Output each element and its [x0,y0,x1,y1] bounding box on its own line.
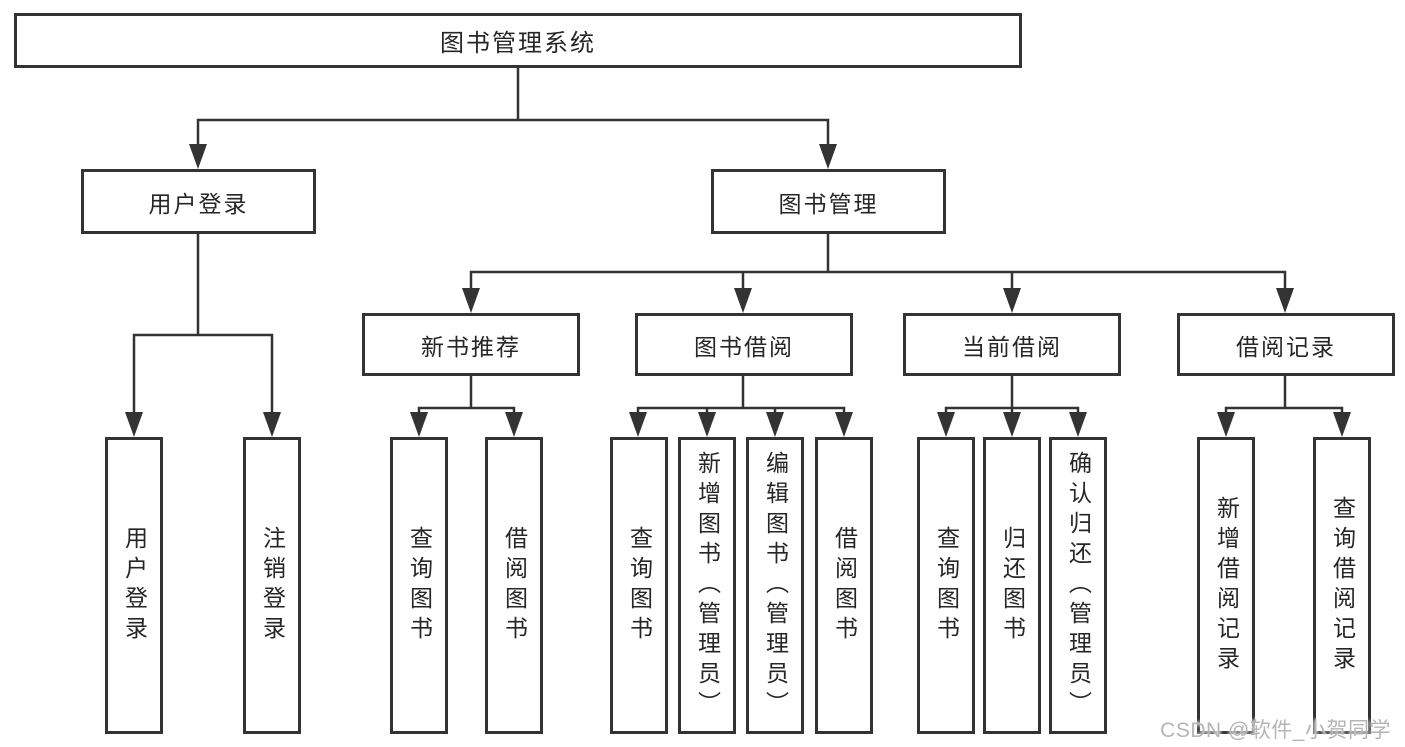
leaf-edit-book-admin: 编辑图书（管理员） [746,437,804,734]
node-label: 借阅记录 [1236,333,1336,360]
leaf-borrow-books: 借阅图书 [815,437,873,734]
node-label: 当前借阅 [962,333,1062,360]
node-label: 用户登录 [148,190,249,217]
leaf-query-books-current: 查询图书 [917,437,975,734]
node-book-management: 图书管理 [711,169,946,234]
node-label: 查询借阅记录 [1329,495,1356,676]
leaf-logout: 注销登录 [243,437,301,734]
node-current-borrowing: 当前借阅 [903,313,1121,376]
node-label: 新增借阅记录 [1213,495,1240,676]
leaf-user-login: 用户登录 [105,437,163,734]
leaf-borrow-books-recommend: 借阅图书 [485,437,543,734]
node-label: 借阅图书 [501,525,528,646]
node-book-borrowing: 图书借阅 [635,313,853,376]
node-new-book-recommend: 新书推荐 [362,313,580,376]
node-label: 归还图书 [999,525,1026,646]
node-label: 图书管理 [778,190,879,217]
node-label: 查询图书 [626,525,653,646]
node-user-login: 用户登录 [81,169,316,234]
node-label: 图书管理系统 [440,30,596,57]
node-label: 借阅图书 [831,525,858,646]
leaf-return-books: 归还图书 [983,437,1041,734]
csdn-watermark: CSDN @软件_小贺同学 [1160,719,1391,742]
leaf-query-books-borrow: 查询图书 [610,437,668,734]
node-label: 编辑图书（管理员） [762,450,789,721]
node-label: 新书推荐 [421,333,521,360]
node-borrowing-records: 借阅记录 [1177,313,1395,376]
node-label: 注销登录 [259,525,286,646]
leaf-add-book-admin: 新增图书（管理员） [678,437,736,734]
arrowheads [125,144,1351,437]
node-system-root: 图书管理系统 [14,13,1022,68]
leaf-confirm-return-admin: 确认归还（管理员） [1049,437,1107,734]
node-label: 查询图书 [406,525,433,646]
leaf-add-borrow-record: 新增借阅记录 [1197,437,1255,734]
leaf-query-books-recommend: 查询图书 [390,437,448,734]
node-label: 查询图书 [933,525,960,646]
node-label: 确认归还（管理员） [1065,450,1092,721]
node-label: 图书借阅 [694,333,794,360]
node-label: 用户登录 [121,525,148,646]
node-label: 新增图书（管理员） [694,450,721,721]
leaf-query-borrow-record: 查询借阅记录 [1313,437,1371,734]
